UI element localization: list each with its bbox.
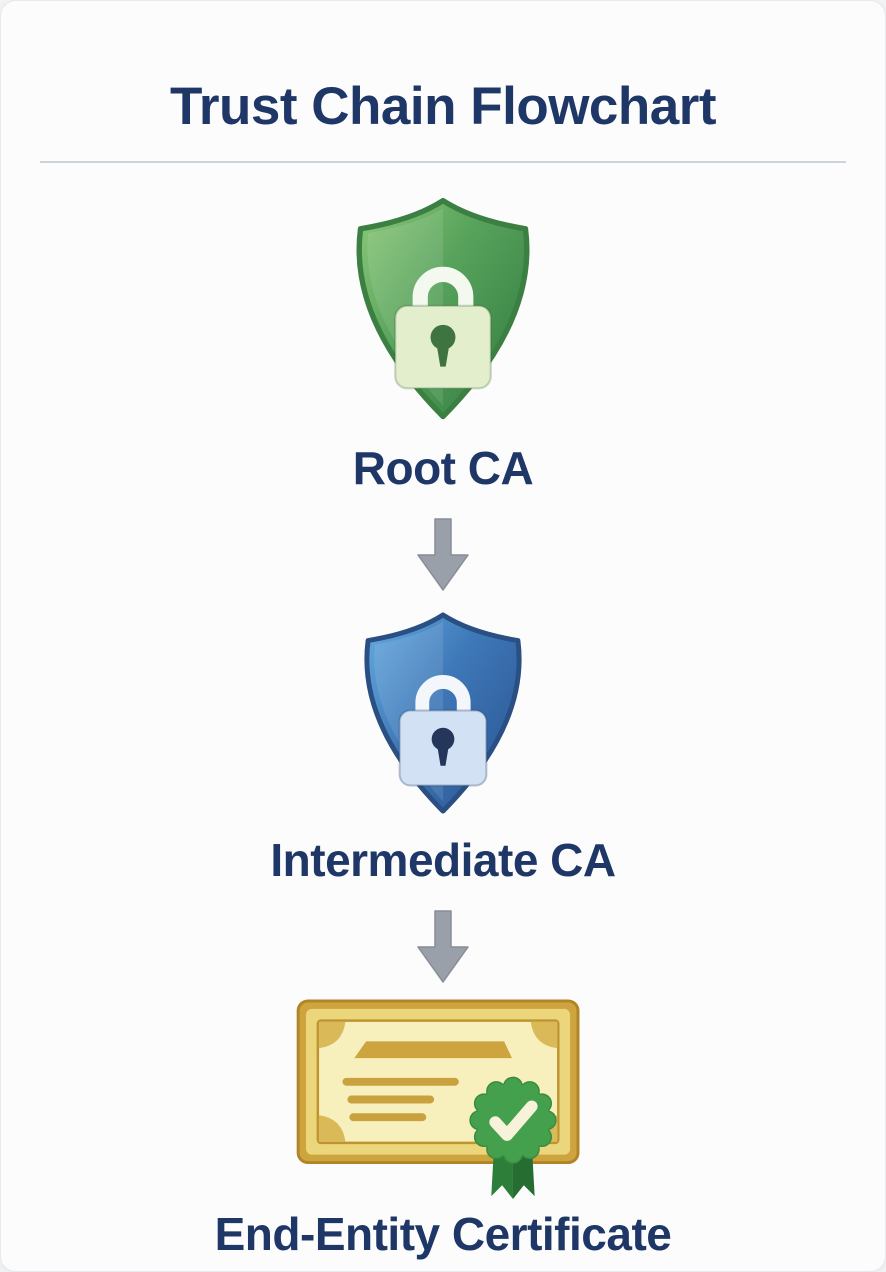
node-end-entity-certificate: End-Entity Certificate [215,984,672,1262]
down-arrow-icon [416,518,470,592]
node-label-intermediate-ca: Intermediate CA [270,834,616,886]
title-divider [40,161,846,163]
trust-chain-flow: Root CA [1,163,885,1262]
node-label-end-entity-certificate: End-Entity Certificate [214,1208,672,1260]
node-intermediate-ca: Intermediate CA [270,592,616,888]
page-title: Trust Chain Flowchart [169,77,717,136]
node-label-root-ca: Root CA [352,442,534,494]
shield-lock-green-icon [334,193,552,428]
shield-lock-blue-icon [344,608,542,822]
node-root-ca: Root CA [334,163,552,496]
down-arrow-icon [416,910,470,984]
certificate-check-icon [295,998,591,1206]
